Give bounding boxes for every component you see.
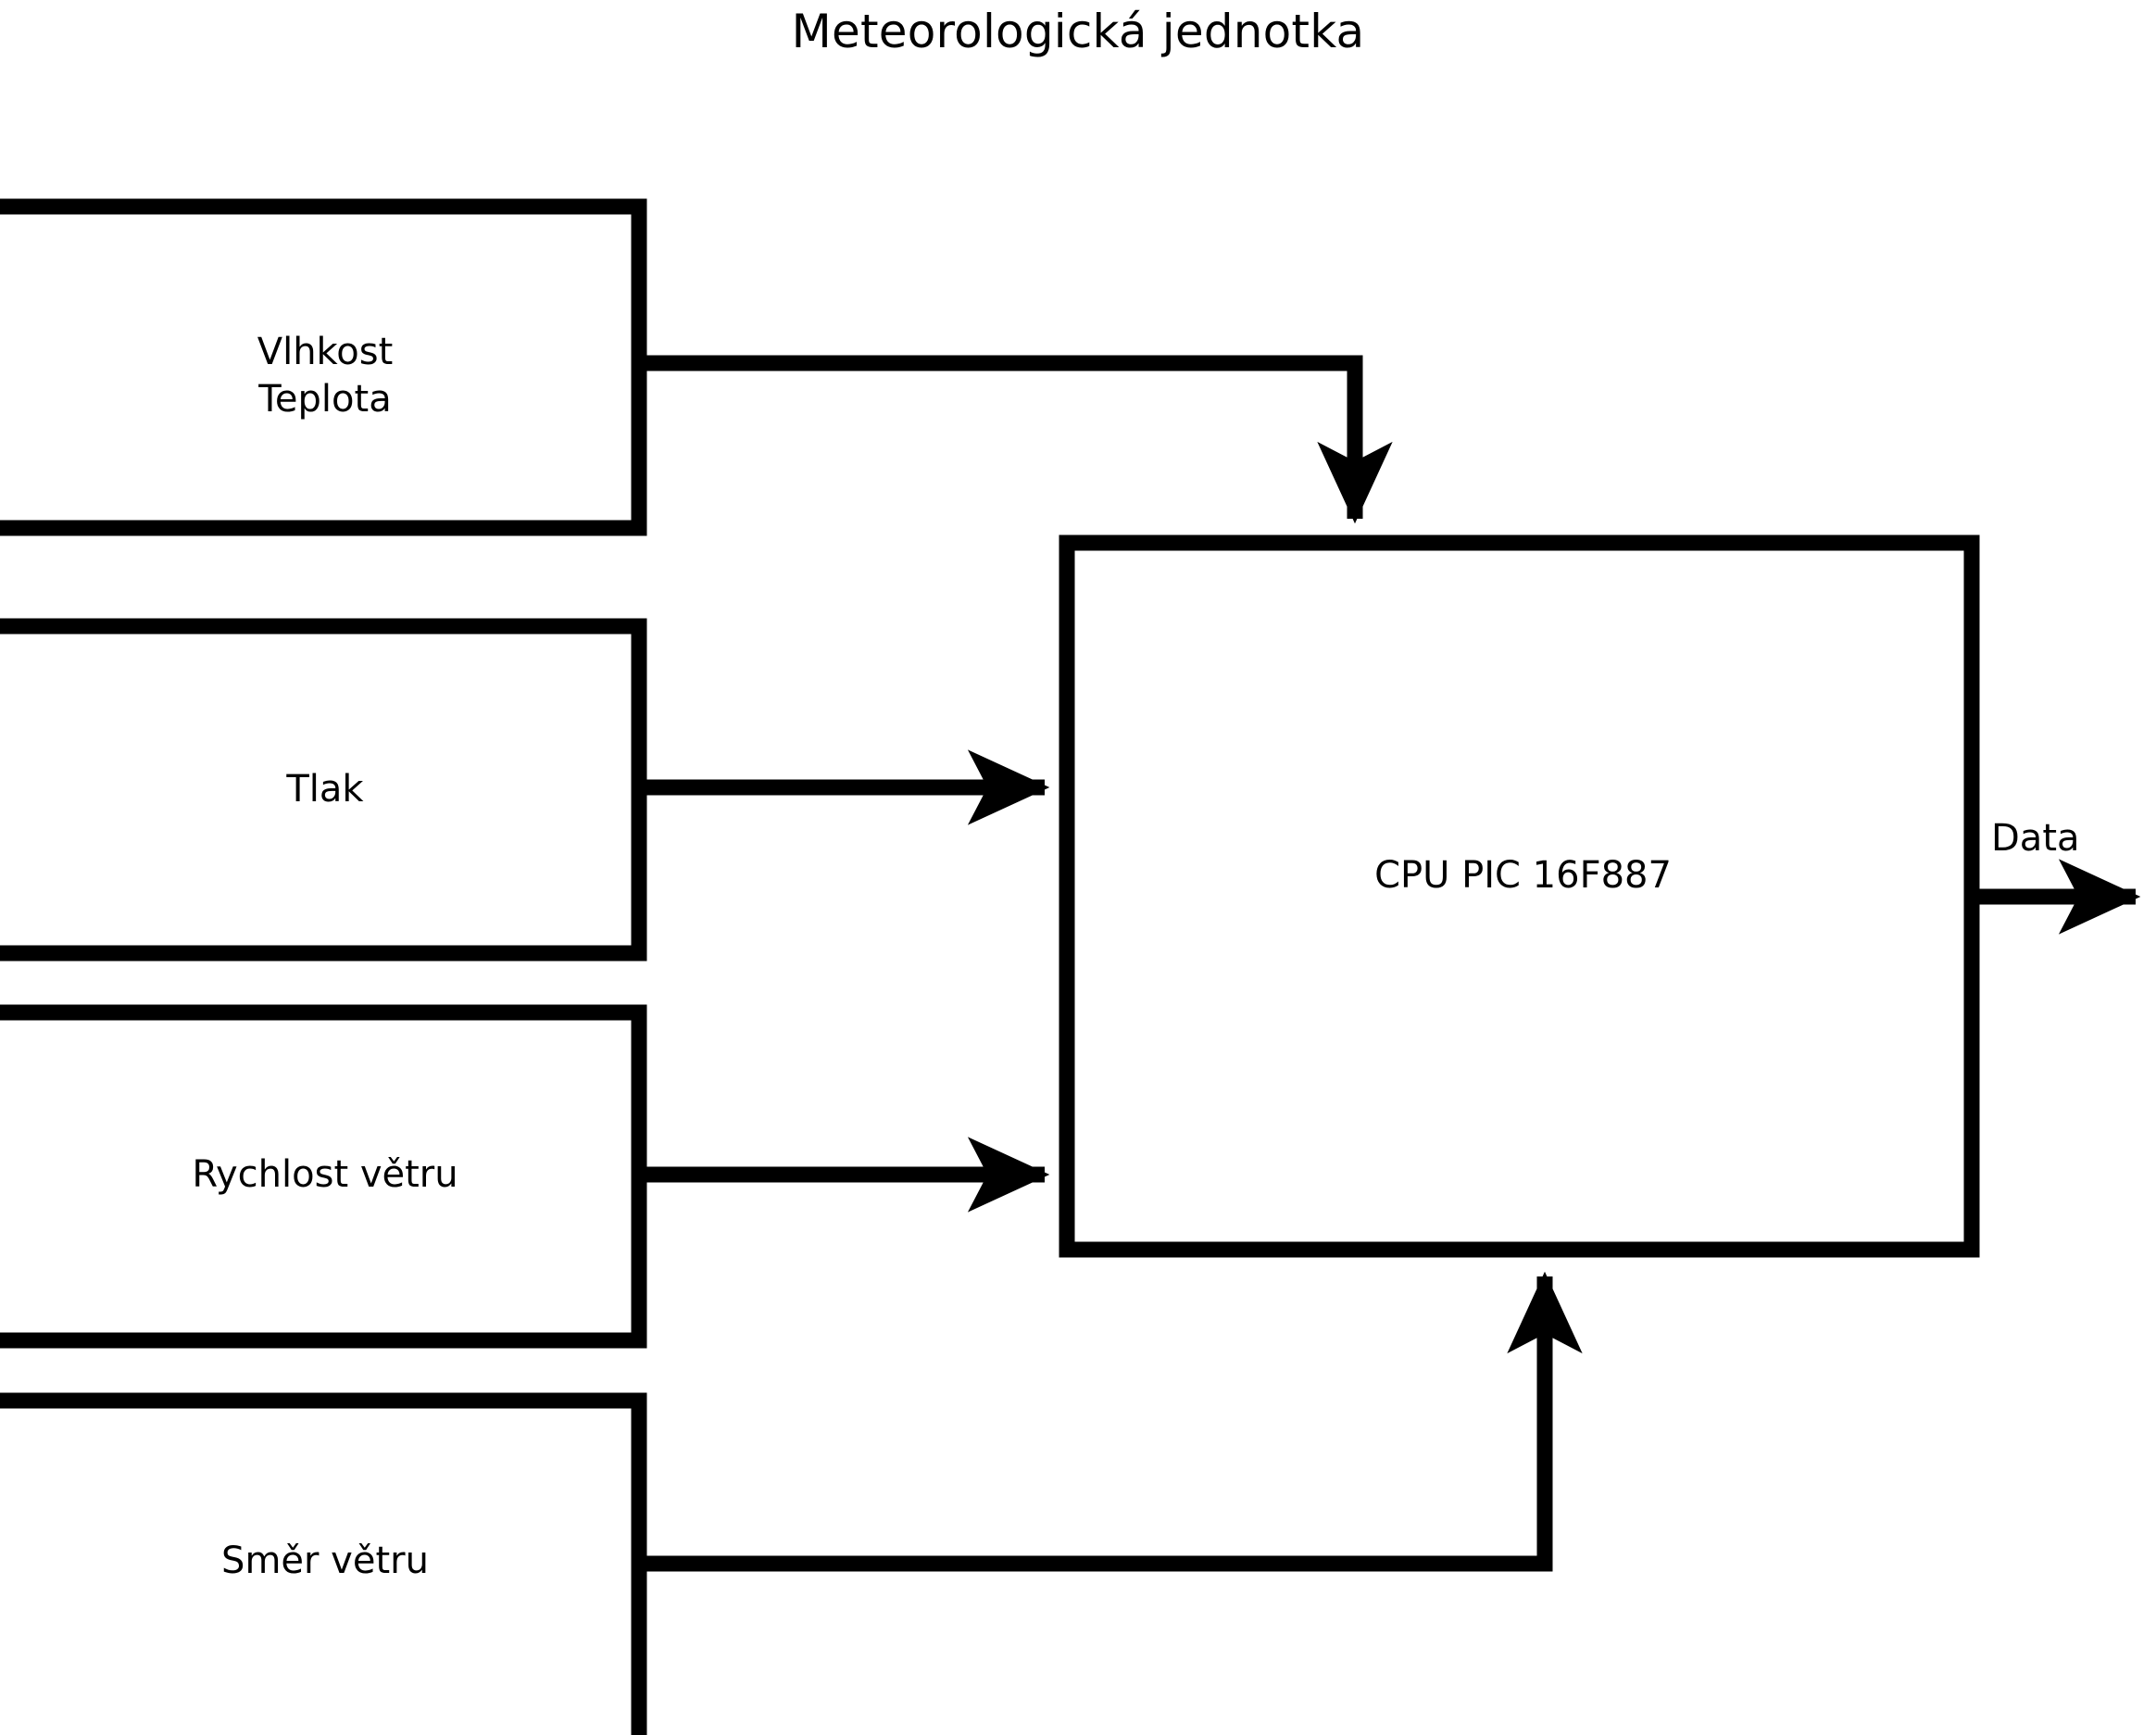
block-humidity-temp [0,198,647,536]
connector-humidity-temp-to-cpu [639,355,1393,524]
connector-wind-direction-to-cpu [639,1271,1583,1572]
block-wind-direction [0,1392,647,1735]
block-cpu [1059,534,1980,1258]
block-wind-speed [0,1004,647,1349]
block-pressure [0,618,647,962]
